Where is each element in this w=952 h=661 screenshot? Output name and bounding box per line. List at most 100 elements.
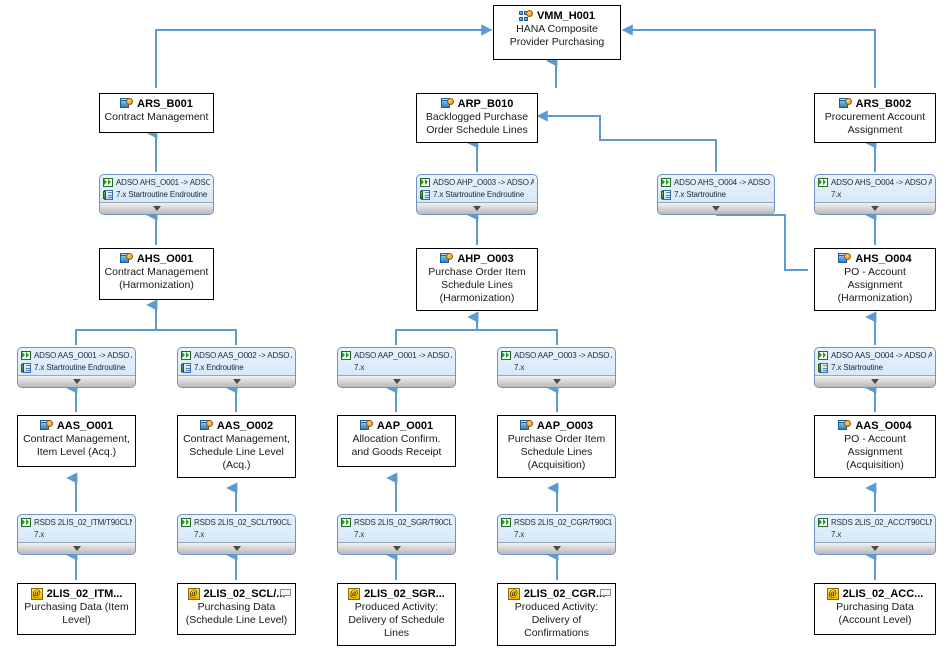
transformation-icon [181, 351, 191, 360]
transformation-icon [818, 351, 828, 360]
node-id: 2LIS_02_SGR... [364, 588, 445, 600]
transformation-ahp-o003-to-ars[interactable]: ADSO AHP_O003 -> ADSO AR... 7.x Startrou… [416, 174, 538, 215]
node-datasource-cgr[interactable]: @ 2LIS_02_CGR... Produced Activity: Deli… [497, 583, 616, 646]
expand-bar[interactable] [18, 542, 135, 554]
transformation-aas-o001-to-ahs[interactable]: ADSO AAS_O001 -> ADSO AH... 7.x Startrou… [17, 347, 136, 388]
infoprovider-cube-icon [199, 420, 213, 432]
node-ars-b002[interactable]: ARS_B002 Procurement Account Assignment [814, 93, 936, 143]
node-arp-b010[interactable]: ARP_B010 Backlogged Purchase Order Sched… [416, 93, 538, 143]
node-aap-o001[interactable]: AAP_O001 Allocation Confirm. and Goods R… [337, 415, 456, 467]
node-header: AAS_O002 [180, 419, 293, 433]
chevron-down-icon [871, 206, 879, 211]
node-header: @ 2LIS_02_ACC... [817, 587, 933, 601]
transformation-line-2: 7.x [34, 530, 45, 539]
expand-bar[interactable] [658, 202, 774, 214]
transformation-icon [341, 351, 351, 360]
node-id: AAS_O002 [216, 420, 274, 432]
transformation-line-1: ADSO AHS_O004 -> ADSO AR... [658, 175, 774, 188]
chevron-down-icon [552, 379, 561, 384]
transformation-rsds-sgr[interactable]: RSDS 2LIS_02_SGR/T90CLNTO... 7.x [337, 514, 456, 555]
node-aap-o003[interactable]: AAP_O003 Purchase Order Item Schedule Li… [497, 415, 616, 478]
transformation-icon [420, 178, 430, 187]
transformation-ahs-o004-to-ars-b002[interactable]: ADSO AHS_O004 -> ADSO AR... 7.x [814, 174, 936, 215]
node-header: ARS_B001 [102, 97, 211, 111]
transformation-icon [661, 178, 671, 187]
chevron-down-icon [72, 379, 81, 384]
node-desc-line-1: Procurement Account [824, 111, 926, 123]
expand-bar[interactable] [417, 202, 537, 214]
expand-bar[interactable] [498, 542, 615, 554]
node-vmm-h001[interactable]: VMM_H001 HANA Composite Provider Purchas… [493, 5, 621, 60]
expand-bar[interactable] [815, 375, 935, 387]
transformation-aas-o002-to-ahs[interactable]: ADSO AAS_O002 -> ADSO AH... 7.x Endrouti… [177, 347, 296, 388]
node-aas-o004[interactable]: AAS_O004 PO - Account Assignment (Acquis… [814, 415, 936, 478]
transformation-aap-o001-to-ahp[interactable]: ADSO AAP_O001 -> ADSO AH... 7.x [337, 347, 456, 388]
transformation-line-2: 7.x [514, 530, 525, 539]
node-desc-line-2: Item Level (Acq.) [36, 446, 117, 458]
node-ahp-o003[interactable]: AHP_O003 Purchase Order Item Schedule Li… [416, 248, 538, 311]
transformation-ahs-o001-to-ars[interactable]: ADSO AHS_O001 -> ADSO AR... 7.x Startrou… [99, 174, 214, 215]
node-ahs-o001[interactable]: AHS_O001 Contract Management (Harmonizat… [99, 248, 214, 300]
expand-bar[interactable] [18, 375, 135, 387]
transformation-rsds-scl[interactable]: RSDS 2LIS_02_SCL/T90CLNTO... 7.x [177, 514, 296, 555]
node-ars-b001[interactable]: ARS_B001 Contract Management [99, 93, 214, 133]
node-desc-line-1: HANA Composite [516, 23, 598, 35]
transformation-rsds-acc[interactable]: RSDS 2LIS_02_ACC/T90CLNTO... 7.x [814, 514, 936, 555]
node-ahs-o004[interactable]: AHS_O004 PO - Account Assignment (Harmon… [814, 248, 936, 311]
node-desc-line-2: Order Schedule Lines [426, 124, 528, 136]
transformation-icon [21, 351, 31, 360]
node-id: AHS_O004 [855, 253, 912, 265]
node-desc-line-3: (Harmonization) [837, 292, 913, 304]
node-header: AAP_O003 [500, 419, 613, 433]
expand-bar[interactable] [338, 375, 455, 387]
transformation-aap-o003-to-ahp[interactable]: ADSO AAP_O003 -> ADSO AH... 7.x [497, 347, 616, 388]
expand-bar[interactable] [338, 542, 455, 554]
transformation-rsds-cgr[interactable]: RSDS 2LIS_02_CGR/T90CLNTO... 7.x [497, 514, 616, 555]
transformation-aas-o004-to-ahs[interactable]: ADSO AAS_O004 -> ADSO AH... 7.x Startrou… [814, 347, 936, 388]
expand-bar[interactable] [178, 542, 295, 554]
node-desc-line-1: Purchasing Data (Item [24, 601, 129, 613]
node-aas-o002[interactable]: AAS_O002 Contract Management, Schedule L… [177, 415, 296, 478]
transformation-line-1: RSDS 2LIS_02_CGR/T90CLNTO... [498, 515, 615, 528]
expand-bar[interactable] [100, 202, 213, 214]
node-desc-line-3: (Harmonization) [439, 292, 515, 304]
node-header: AHS_O001 [102, 252, 211, 266]
datasource-icon: @ [507, 588, 520, 600]
node-datasource-acc[interactable]: @ 2LIS_02_ACC... Purchasing Data (Accoun… [814, 583, 936, 635]
node-desc-line-2: Schedule Lines [520, 446, 593, 458]
chevron-down-icon [473, 206, 481, 211]
node-datasource-itm[interactable]: @ 2LIS_02_ITM... Purchasing Data (Item L… [17, 583, 136, 635]
transformation-rsds-itm[interactable]: RSDS 2LIS_02_ITM/T90CLNTO... 7.x [17, 514, 136, 555]
expand-bar[interactable] [498, 375, 615, 387]
transformation-ahs-o004-to-arp[interactable]: ADSO AHS_O004 -> ADSO AR... 7.x Startrou… [657, 174, 775, 215]
transformation-line-1: RSDS 2LIS_02_SGR/T90CLNTO... [338, 515, 455, 528]
node-id: VMM_H001 [536, 10, 596, 22]
infoprovider-cube-icon [838, 420, 852, 432]
node-id: 2LIS_02_ITM... [46, 588, 123, 600]
node-desc-line-2: (Harmonization) [119, 279, 194, 291]
node-desc-line-2: and Goods Receipt [351, 446, 442, 458]
node-id: 2LIS_02_SCL/... [203, 588, 286, 600]
chevron-down-icon [152, 206, 161, 211]
node-desc-line-1: PO - Account [844, 433, 906, 445]
transformation-line-2: 7.x Startroutine [815, 361, 935, 373]
node-aas-o001[interactable]: AAS_O001 Contract Management, Item Level… [17, 415, 136, 467]
transformation-line-1: ADSO AAS_O004 -> ADSO AH... [815, 348, 935, 361]
node-id: 2LIS_02_CGR... [523, 588, 606, 600]
node-desc-line-2: (Account Level) [838, 614, 912, 626]
chevron-down-icon [232, 546, 241, 551]
node-id: AHS_O001 [136, 253, 194, 265]
node-desc-line-1: Purchase Order Item [428, 266, 526, 278]
transformation-icon [341, 518, 351, 527]
transformation-icon [103, 178, 113, 187]
infoprovider-cube-icon [838, 253, 852, 265]
transformation-icon [818, 178, 828, 187]
expand-bar[interactable] [815, 202, 935, 214]
node-datasource-sgr[interactable]: @ 2LIS_02_SGR... Produced Activity: Deli… [337, 583, 456, 646]
chevron-down-icon [552, 546, 561, 551]
node-datasource-scl[interactable]: @ 2LIS_02_SCL/... Purchasing Data (Sched… [177, 583, 296, 635]
expand-bar[interactable] [815, 542, 935, 554]
datasource-icon: @ [826, 588, 839, 600]
node-header: AAP_O001 [340, 419, 453, 433]
expand-bar[interactable] [178, 375, 295, 387]
